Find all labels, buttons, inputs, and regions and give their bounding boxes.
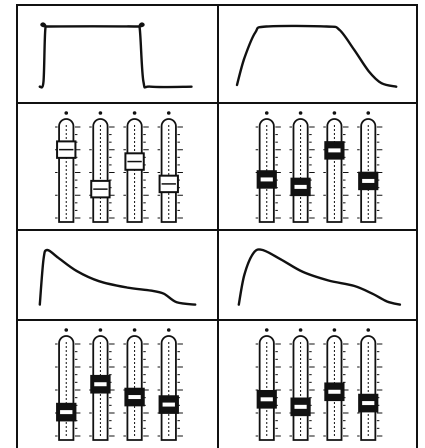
- envelope-curve: [38, 248, 197, 306]
- fader: [323, 328, 349, 441]
- envelope-curve: [235, 24, 398, 88]
- fader-knob-grip: [260, 397, 273, 402]
- fader-top-marker: [264, 111, 269, 115]
- fader: [323, 111, 349, 223]
- fader: [123, 328, 149, 441]
- fader-top-marker: [366, 328, 371, 332]
- fader-track: [160, 335, 177, 441]
- envelope-curve: [237, 248, 402, 306]
- fader-track: [360, 335, 377, 441]
- fader-knob-grip: [328, 148, 341, 153]
- fader: [157, 328, 183, 441]
- fader-top-marker: [98, 111, 103, 115]
- fader-knob-grip: [294, 404, 307, 409]
- fader: [123, 111, 149, 223]
- fader-top-marker: [64, 328, 69, 332]
- fader: [357, 328, 383, 441]
- fader-knob-grip: [294, 184, 307, 189]
- fader-knob-grip: [260, 177, 273, 182]
- fader-top-marker: [366, 111, 371, 115]
- fader-knob-grip: [162, 402, 175, 407]
- fader-top-marker: [64, 111, 69, 115]
- fader-top-marker: [166, 328, 171, 332]
- fader: [289, 111, 315, 223]
- fader-knob-grip: [328, 389, 341, 394]
- fader-top-marker: [132, 111, 137, 115]
- fader: [157, 111, 183, 223]
- fader-top-marker: [332, 328, 337, 332]
- fader-knob-grip: [60, 410, 73, 415]
- fader-top-marker: [264, 328, 269, 332]
- fader: [55, 328, 81, 441]
- fader: [289, 328, 315, 441]
- fader: [255, 111, 281, 223]
- fader: [55, 111, 81, 223]
- fader: [89, 328, 115, 441]
- fader-top-marker: [166, 111, 171, 115]
- fader-top-marker: [98, 328, 103, 332]
- fader-knob-grip: [128, 395, 141, 400]
- fader-knob-grip: [362, 401, 375, 406]
- panels-layer: [38, 22, 402, 441]
- fader-knob-grip: [362, 178, 375, 183]
- fader: [357, 111, 383, 223]
- fader-top-marker: [332, 111, 337, 115]
- fader: [255, 328, 281, 441]
- fader-track: [258, 335, 275, 441]
- fader-top-marker: [298, 328, 303, 332]
- envelope-curve: [38, 22, 193, 89]
- grid-frame: [16, 4, 418, 448]
- fader-knob-grip: [94, 382, 107, 387]
- fader: [89, 111, 115, 223]
- fader-top-marker: [298, 111, 303, 115]
- fader-top-marker: [132, 328, 137, 332]
